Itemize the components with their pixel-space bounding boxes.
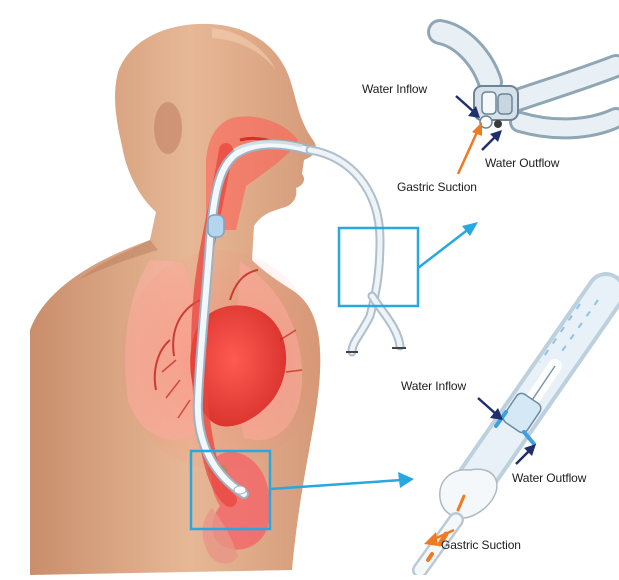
label-gastric-suction-bottom: Gastric Suction	[441, 538, 521, 552]
label-water-inflow-bottom: Water Inflow	[401, 379, 466, 393]
tip-detail	[420, 292, 606, 570]
label-water-inflow-top: Water Inflow	[362, 82, 427, 96]
label-water-outflow-top: Water Outflow	[485, 156, 559, 170]
label-gastric-suction-top: Gastric Suction	[397, 180, 477, 194]
external-tube	[310, 150, 406, 352]
connector-detail	[440, 32, 616, 128]
label-water-outflow-bottom: Water Outflow	[512, 471, 586, 485]
